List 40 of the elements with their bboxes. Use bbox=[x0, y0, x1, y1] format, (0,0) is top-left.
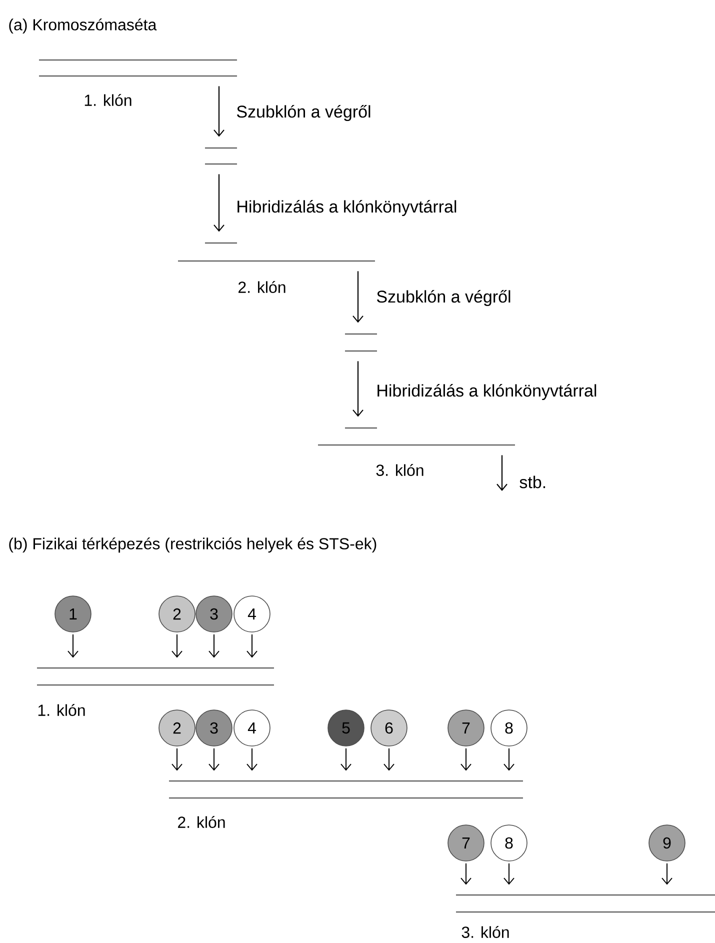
edge-label: Szubklón a végről bbox=[235, 104, 372, 122]
edge-label: stb. bbox=[518, 474, 548, 490]
arrow bbox=[246, 634, 258, 658]
clone-label: 1. klón bbox=[38, 704, 85, 716]
arrow bbox=[68, 634, 78, 658]
dna-clone-line bbox=[39, 59, 237, 77]
arrow bbox=[172, 634, 182, 658]
arrow bbox=[504, 748, 514, 771]
arrow bbox=[214, 174, 224, 232]
dna-clone-line bbox=[345, 333, 377, 352]
clone-label: 2. klón bbox=[178, 816, 225, 828]
edge-label: Hibridizálás a klónkönyvtárral bbox=[375, 382, 598, 402]
dna-clone-line bbox=[37, 667, 274, 686]
arrow bbox=[352, 271, 364, 323]
edge-label: Szubklón a végről bbox=[375, 288, 512, 308]
clone-label: 3. klón bbox=[376, 464, 424, 476]
arrow bbox=[384, 748, 394, 771]
arrow bbox=[352, 361, 364, 417]
arrow bbox=[172, 748, 182, 771]
dna-clone-line bbox=[456, 894, 715, 913]
arrow bbox=[496, 455, 508, 491]
arrow bbox=[662, 862, 672, 885]
edge-label: Hibridizálás a klónkönyvtárral bbox=[235, 198, 458, 218]
section-heading: (a) Kromoszómaséta bbox=[9, 18, 157, 34]
dna-clone-line bbox=[169, 780, 523, 799]
dna-clone-line bbox=[178, 242, 375, 262]
arrow bbox=[460, 748, 472, 771]
dna-clone-line bbox=[205, 147, 237, 165]
section-heading: (b) Fizikai térképezés (restrikciós helyek és STS-ek) bbox=[9, 537, 376, 553]
clone-label: 1. klón bbox=[84, 94, 132, 106]
arrow bbox=[460, 862, 472, 885]
arrow bbox=[208, 634, 220, 658]
clone-label: 2. klón bbox=[238, 281, 286, 293]
dna-clone-line bbox=[318, 427, 515, 446]
arrow bbox=[214, 86, 224, 137]
arrow bbox=[246, 748, 258, 771]
clone-label: 3. klón bbox=[462, 926, 509, 938]
arrow bbox=[208, 748, 220, 771]
arrow bbox=[504, 862, 514, 885]
arrow bbox=[340, 748, 352, 771]
